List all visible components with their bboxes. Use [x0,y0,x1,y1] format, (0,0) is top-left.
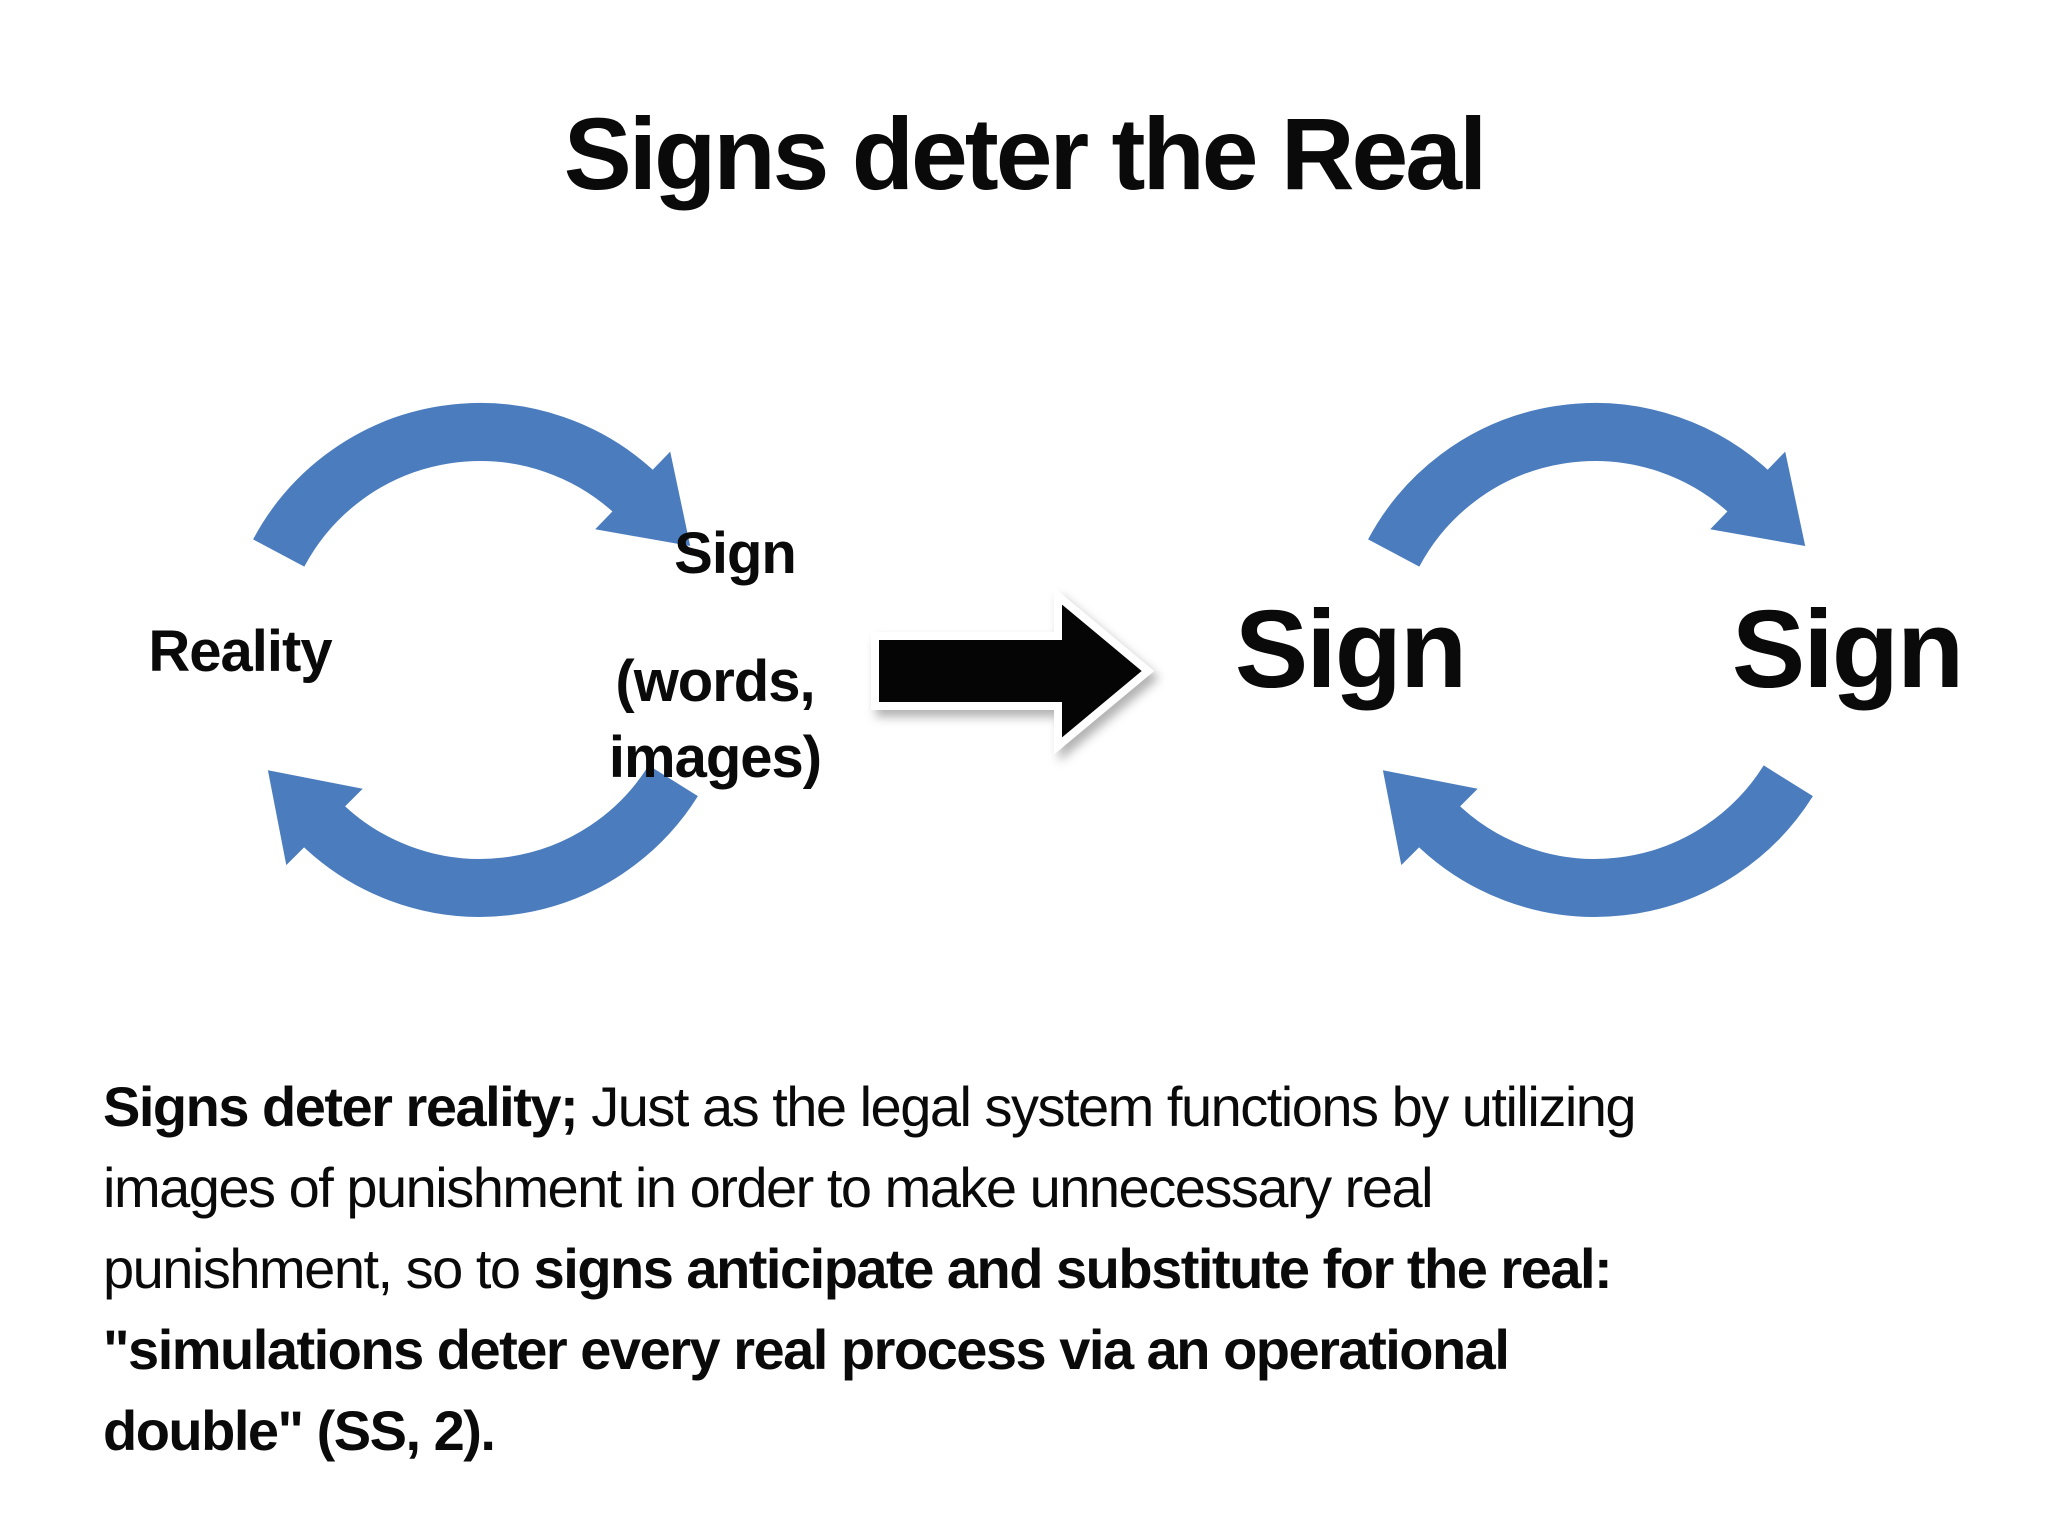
sign-label-big-left: Sign [1234,588,1467,711]
paragraph-segment: signs anticipate and substitute for the … [533,1237,1613,1300]
transform-right-block-arrow-icon [871,587,1155,755]
left-cycle-top-curved-arrow [253,403,691,567]
sign-label-big-right: Sign [1731,588,1964,711]
slide-title: Signs deter the Real [563,97,1488,211]
paragraph-segment: images of punishment in order to make un… [103,1156,1434,1219]
paragraph-line: double" (SS, 2). [103,1390,2008,1471]
paragraph-segment: Just as the legal system functions by ut… [577,1075,1636,1138]
paragraph-segment: "simulations deter every real process vi… [103,1318,1510,1381]
left-cycle-bottom-curved-arrow [267,765,698,917]
right-cycle-top-arrowhead-icon [1710,451,1806,546]
left-cycle-top-arrowhead-icon [595,451,691,546]
sign-sublabel-line2: images) [608,725,822,790]
right-cycle-top-arc [1368,403,1774,567]
right-cycle-bottom-arrowhead-icon [1382,770,1478,866]
sign-sublabel-words-images: (words, images) [565,644,865,796]
paragraph-segment: Signs deter reality; [103,1075,579,1138]
left-cycle-bottom-arc [298,765,698,917]
left-cycle-bottom-arrowhead-icon [267,770,363,866]
reality-label: Reality [148,619,332,684]
right-cycle-bottom-curved-arrow [1382,765,1813,917]
body-paragraph: Signs deter reality; Just as the legal s… [103,1066,2008,1471]
sign-sublabel-line1: (words, [615,649,815,714]
right-cycle-bottom-arc [1413,765,1813,917]
paragraph-line: images of punishment in order to make un… [103,1147,2008,1228]
paragraph-line: "simulations deter every real process vi… [103,1309,2008,1390]
paragraph-line: punishment, so to signs anticipate and s… [103,1228,2008,1309]
right-cycle-top-curved-arrow [1368,403,1806,567]
sign-label-small: Sign [674,521,797,586]
paragraph-segment: punishment, so to [103,1237,534,1300]
left-cycle-top-arc [253,403,659,567]
paragraph-segment: double" (SS, 2). [103,1399,496,1462]
paragraph-line: Signs deter reality; Just as the legal s… [103,1066,2008,1147]
